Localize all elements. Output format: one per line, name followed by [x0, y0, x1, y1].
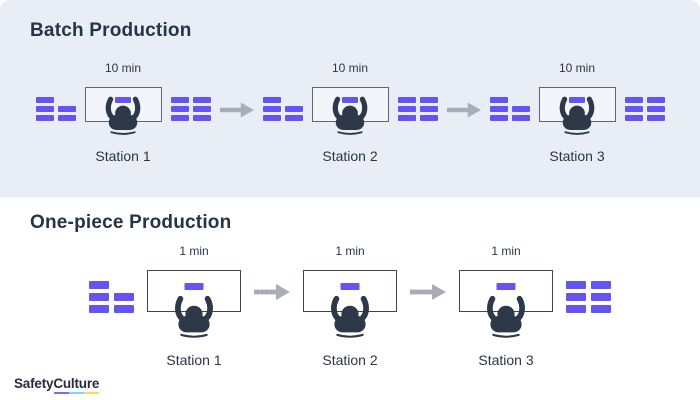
flow-arrow-icon — [220, 101, 254, 119]
workpiece-icon — [569, 97, 585, 103]
cycle-time-label: 1 min — [179, 244, 209, 258]
workpiece-icon — [340, 283, 360, 290]
worker-top-view-icon — [328, 94, 372, 136]
station-block: 1 min Station 2 — [303, 245, 397, 368]
workstation-desk — [84, 87, 162, 122]
worker-top-view-icon — [170, 293, 218, 339]
logo-text-culture: Culture — [53, 376, 100, 391]
inventory-batch-icon — [89, 281, 134, 313]
inventory-batch-icon — [624, 97, 665, 121]
logo-underline-decoration — [54, 391, 100, 394]
station-label: Station 1 — [166, 352, 222, 368]
inventory-batch-icon — [170, 97, 211, 121]
station-block: 10 min Station 1 — [84, 61, 162, 164]
station-block: 10 min Station 2 — [311, 61, 389, 164]
station-block: 1 min Station 3 — [459, 245, 553, 368]
worker-top-view-icon — [555, 94, 599, 136]
worker-top-view-icon — [482, 293, 530, 339]
inventory-batch-icon — [489, 97, 530, 121]
workstation-desk — [303, 270, 397, 312]
one-piece-production-panel: One-piece Production 1 min Station 1 1 m… — [0, 197, 700, 400]
worker-top-view-icon — [101, 94, 145, 136]
flow-arrow-icon — [254, 283, 290, 301]
flow-arrow-icon — [447, 101, 481, 119]
batch-section-title: Batch Production — [30, 20, 192, 41]
station-block: 1 min Station 1 — [147, 245, 241, 368]
station-label: Station 2 — [322, 148, 378, 164]
cycle-time-label: 10 min — [104, 61, 142, 75]
workpiece-icon — [184, 283, 204, 290]
workstation-desk — [459, 270, 553, 312]
workpiece-icon — [115, 97, 131, 103]
station-block: 10 min Station 3 — [538, 61, 616, 164]
workstation-desk — [538, 87, 616, 122]
batch-production-panel: Batch Production 10 min Station 1 10 min — [0, 0, 700, 197]
workstation-desk — [311, 87, 389, 122]
batch-flow-row: 10 min Station 1 10 min Station 2 — [0, 62, 700, 164]
workpiece-icon — [496, 283, 516, 290]
one-piece-flow-row: 1 min Station 1 1 min Station 2 — [0, 245, 700, 368]
flow-arrow-icon — [410, 283, 446, 301]
station-label: Station 1 — [95, 148, 151, 164]
inventory-batch-icon — [262, 97, 303, 121]
inventory-batch-icon — [397, 97, 438, 121]
inventory-batch-icon — [35, 97, 76, 121]
logo-text-safety: Safety — [14, 376, 54, 391]
one-piece-section-title: One-piece Production — [30, 212, 232, 233]
cycle-time-label: 1 min — [491, 244, 521, 258]
station-label: Station 3 — [478, 352, 534, 368]
cycle-time-label: 10 min — [558, 61, 596, 75]
workstation-desk — [147, 270, 241, 312]
worker-top-view-icon — [326, 293, 374, 339]
station-label: Station 3 — [549, 148, 605, 164]
cycle-time-label: 10 min — [331, 61, 369, 75]
workpiece-icon — [342, 97, 358, 103]
cycle-time-label: 1 min — [335, 244, 365, 258]
inventory-batch-icon — [566, 281, 611, 313]
station-label: Station 2 — [322, 352, 378, 368]
